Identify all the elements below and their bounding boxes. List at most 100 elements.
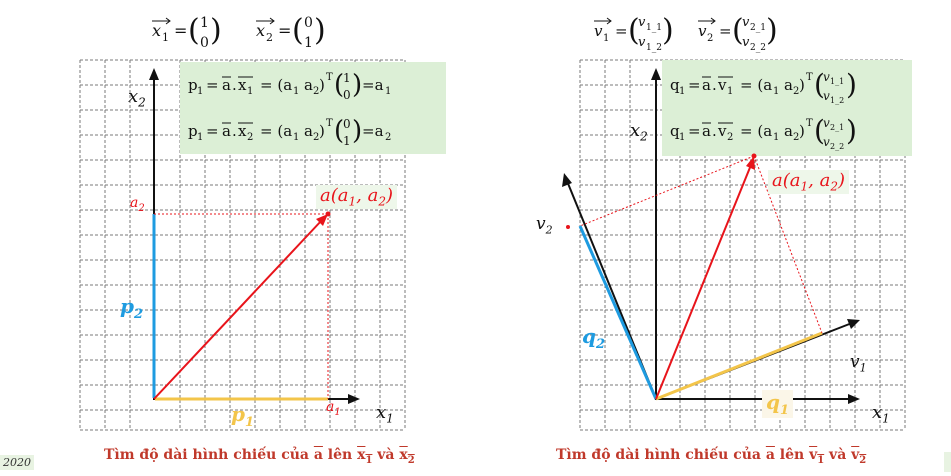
svg-text:=: =	[688, 76, 701, 94]
left-x-arrow	[348, 394, 360, 404]
svg-text:x: x	[238, 76, 247, 94]
svg-text:1: 1	[304, 35, 313, 51]
svg-text:1_2: 1_2	[646, 43, 662, 53]
svg-text:2: 2	[313, 86, 319, 97]
svg-text:): )	[846, 114, 857, 147]
svg-text:1: 1	[385, 86, 391, 97]
svg-text:v: v	[742, 15, 750, 30]
svg-text:T: T	[806, 118, 813, 129]
svg-text:2_2: 2_2	[830, 142, 844, 151]
right-v2-arrow	[562, 173, 572, 187]
svg-text:(: (	[814, 114, 825, 147]
svg-text:= (a: = (a	[260, 122, 292, 140]
svg-text:2: 2	[793, 132, 799, 143]
right-v2-dot	[566, 225, 570, 229]
svg-text:): )	[352, 70, 362, 100]
svg-text:v: v	[823, 135, 830, 149]
svg-text:1: 1	[773, 86, 779, 97]
svg-text:x: x	[152, 21, 161, 40]
svg-text:1: 1	[197, 132, 203, 143]
svg-text:(: (	[188, 13, 200, 48]
right-edge-badge	[944, 452, 951, 472]
left-tick-a2: a2	[130, 195, 145, 214]
svg-text:0: 0	[343, 88, 351, 102]
right-y-arrow	[651, 68, 661, 80]
left-p2-label: p2	[120, 294, 144, 322]
svg-text:v: v	[638, 35, 646, 50]
svg-text:1: 1	[197, 86, 203, 97]
left-axis-x-label: x1	[376, 402, 394, 426]
svg-text:a: a	[304, 122, 313, 140]
right-v1-label: v1	[850, 352, 867, 375]
svg-text:x: x	[238, 122, 247, 140]
left-p1-label: p1	[231, 402, 255, 430]
svg-text:): )	[846, 68, 857, 101]
svg-text:=: =	[615, 22, 628, 40]
svg-text:1: 1	[679, 86, 685, 97]
right-axis-y-label: x2	[630, 120, 648, 144]
svg-text:(: (	[628, 13, 640, 48]
svg-text:a: a	[702, 76, 711, 94]
svg-text:v: v	[823, 89, 830, 103]
svg-text:2: 2	[266, 31, 273, 44]
svg-text:2: 2	[247, 132, 253, 143]
svg-text:(: (	[334, 116, 344, 146]
svg-text:1: 1	[293, 132, 299, 143]
right-v1-arrow	[847, 319, 860, 329]
svg-text:.: .	[712, 76, 717, 94]
svg-text:a: a	[222, 122, 231, 140]
svg-text:=: =	[174, 21, 187, 40]
svg-text:v: v	[717, 122, 727, 140]
right-q2-segment	[578, 225, 658, 400]
svg-text:1: 1	[773, 132, 779, 143]
svg-text:v: v	[717, 76, 727, 94]
right-axis-x-label: x1	[872, 402, 890, 426]
svg-text:(: (	[814, 68, 825, 101]
svg-text:0: 0	[200, 35, 209, 51]
svg-text:T: T	[326, 72, 333, 83]
svg-text:p: p	[188, 122, 198, 140]
svg-text:x: x	[256, 21, 265, 40]
svg-text:=a: =a	[362, 76, 384, 94]
left-point-label: a(a1, a2)	[316, 185, 397, 209]
svg-text:T: T	[806, 72, 813, 83]
svg-text:): )	[210, 13, 222, 48]
svg-text:=: =	[719, 22, 732, 40]
svg-text:0: 0	[343, 117, 351, 131]
svg-text:.: .	[712, 122, 717, 140]
svg-text:1_1: 1_1	[646, 23, 662, 33]
right-vector-a-arrow	[746, 156, 755, 170]
svg-text:0: 0	[304, 15, 313, 31]
right-vector-a	[655, 164, 752, 400]
svg-text:=a: =a	[362, 122, 384, 140]
svg-text:1: 1	[343, 71, 351, 85]
right-v2-label: v2	[536, 214, 553, 237]
right-point-a	[751, 153, 757, 159]
svg-text:1: 1	[247, 86, 253, 97]
svg-text:(: (	[732, 13, 744, 48]
svg-text:v: v	[742, 35, 750, 50]
svg-text:): )	[662, 13, 674, 48]
svg-text:a: a	[222, 76, 231, 94]
svg-text:): )	[766, 13, 778, 48]
svg-text:1: 1	[603, 33, 609, 44]
svg-text:1: 1	[727, 86, 733, 97]
svg-text:1: 1	[162, 31, 169, 44]
svg-text:=: =	[206, 122, 219, 140]
svg-text:1: 1	[200, 15, 209, 31]
svg-text:= (a: = (a	[740, 76, 772, 94]
svg-text:2: 2	[727, 132, 733, 143]
svg-text:= (a: = (a	[740, 122, 772, 140]
svg-text:): )	[799, 76, 805, 94]
svg-text:a: a	[784, 122, 793, 140]
svg-text:=: =	[278, 21, 291, 40]
svg-text:q: q	[670, 76, 680, 94]
